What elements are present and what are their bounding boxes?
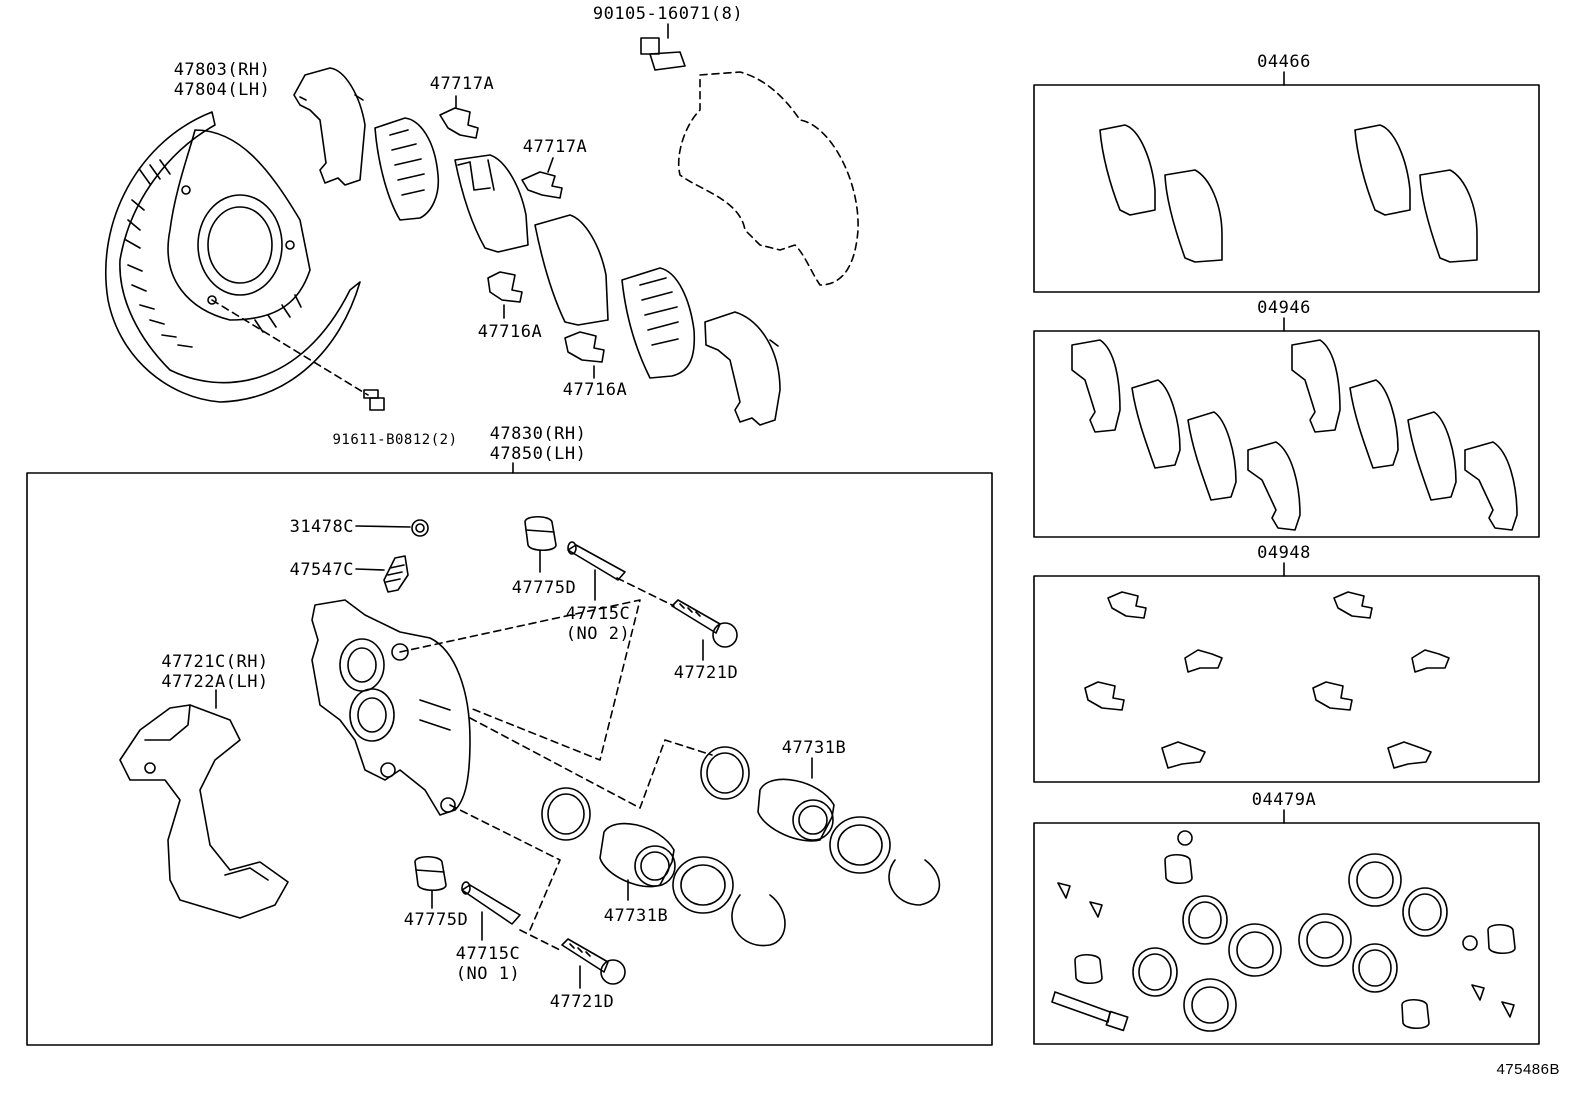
label-boot-top: 47775D bbox=[511, 578, 577, 598]
outer-shim-left bbox=[293, 67, 366, 186]
label-mount-rh: 47721C(RH) bbox=[161, 652, 269, 672]
label-boot-bottom: 47775D bbox=[403, 910, 469, 930]
dust-cover bbox=[104, 111, 361, 403]
dust-boot-1 bbox=[672, 856, 734, 914]
bolt-47721d-1 bbox=[671, 599, 738, 648]
snap-ring-1 bbox=[731, 894, 786, 947]
label-caliper-lh: 47850(LH) bbox=[489, 444, 587, 464]
piston-47731b-2 bbox=[757, 778, 835, 842]
shim-kit-frame bbox=[1033, 330, 1540, 538]
label-dust-cover-lh: 47804(LH) bbox=[173, 80, 271, 100]
label-bolt-top: 90105-16071(8) bbox=[592, 4, 744, 24]
bolt-small bbox=[363, 389, 385, 411]
label-bolt-d2: 47721D bbox=[549, 992, 615, 1012]
boot-47775d-top bbox=[524, 515, 557, 552]
cap-31478c bbox=[411, 519, 429, 537]
label-dust-cover: 47803(RH) 47804(LH) bbox=[174, 60, 271, 100]
outer-shim-right bbox=[621, 267, 696, 379]
kit-seals bbox=[1051, 830, 1516, 1032]
bolt-47721d-2 bbox=[561, 938, 626, 985]
brake-pad-inner bbox=[454, 154, 529, 253]
kit-shims bbox=[1071, 339, 1518, 531]
pin-47715c-2 bbox=[567, 541, 626, 581]
bleeder-47547c bbox=[383, 555, 409, 593]
caliper-body bbox=[311, 599, 471, 816]
label-bleeder: 47547C bbox=[289, 560, 354, 580]
pad-kit-frame bbox=[1033, 84, 1540, 293]
label-clip-47716a-1: 47716A bbox=[477, 322, 543, 342]
label-pin-2: 47715C (NO 2) bbox=[566, 604, 630, 644]
label-caliper-rh: 47830(RH) bbox=[489, 424, 587, 444]
label-bolt-cover: 91611-B0812(2) bbox=[332, 432, 458, 448]
caliper-ghost bbox=[677, 71, 859, 286]
clip-kit-frame bbox=[1033, 575, 1540, 783]
piston-47731b-1 bbox=[599, 822, 676, 888]
label-pin-1-part: 47715C bbox=[455, 944, 521, 964]
kit-pad-1 bbox=[1099, 124, 1478, 263]
label-kit-clips: 04948 bbox=[1257, 543, 1311, 563]
clip-47717a-1 bbox=[439, 107, 479, 139]
label-kit-seals: 04479A bbox=[1251, 790, 1317, 810]
inner-shim-right bbox=[704, 311, 781, 426]
label-pin-1: 47715C (NO 1) bbox=[456, 944, 520, 984]
label-piston-2: 47731B bbox=[781, 738, 847, 758]
label-pin-2-part: 47715C bbox=[565, 604, 631, 624]
label-clip-47717a-2: 47717A bbox=[522, 137, 588, 157]
label-clip-47716a-2: 47716A bbox=[562, 380, 628, 400]
boot-47775d-bottom bbox=[414, 855, 447, 892]
label-kit-pads: 04466 bbox=[1257, 52, 1311, 72]
clip-47716a-1 bbox=[487, 271, 523, 303]
caliper-assembly-frame bbox=[26, 472, 993, 1046]
label-bolt-d1: 47721D bbox=[673, 663, 739, 683]
label-dust-cover-rh: 47803(RH) bbox=[173, 60, 271, 80]
label-kit-shims: 04946 bbox=[1257, 298, 1311, 318]
pin-47715c-1 bbox=[461, 881, 521, 925]
label-mount-lh: 47722A(LH) bbox=[161, 672, 269, 692]
clip-47717a-2 bbox=[521, 171, 563, 199]
label-piston-1: 47731B bbox=[603, 906, 669, 926]
mounting-bracket bbox=[119, 704, 289, 919]
label-caliper: 47830(RH) 47850(LH) bbox=[490, 424, 587, 464]
kit-clips bbox=[1084, 591, 1450, 769]
seal-ring-1 bbox=[541, 787, 591, 841]
label-cap: 31478C bbox=[289, 517, 354, 537]
brake-pad-outer bbox=[534, 214, 609, 326]
seal-ring-2 bbox=[700, 746, 750, 800]
clip-47716a-2 bbox=[564, 331, 605, 363]
inner-shim-left bbox=[374, 117, 440, 221]
reference-code: 475486B bbox=[1496, 1061, 1560, 1078]
label-clip-47717a-1: 47717A bbox=[429, 74, 495, 94]
seal-kit-frame bbox=[1033, 822, 1540, 1045]
label-mount: 47721C(RH) 47722A(LH) bbox=[161, 652, 268, 692]
label-pin-2-note: (NO 2) bbox=[565, 624, 631, 644]
snap-ring-2 bbox=[888, 859, 941, 906]
bolt-top bbox=[640, 37, 686, 71]
label-pin-1-note: (NO 1) bbox=[455, 964, 521, 984]
dust-boot-2 bbox=[829, 816, 891, 874]
